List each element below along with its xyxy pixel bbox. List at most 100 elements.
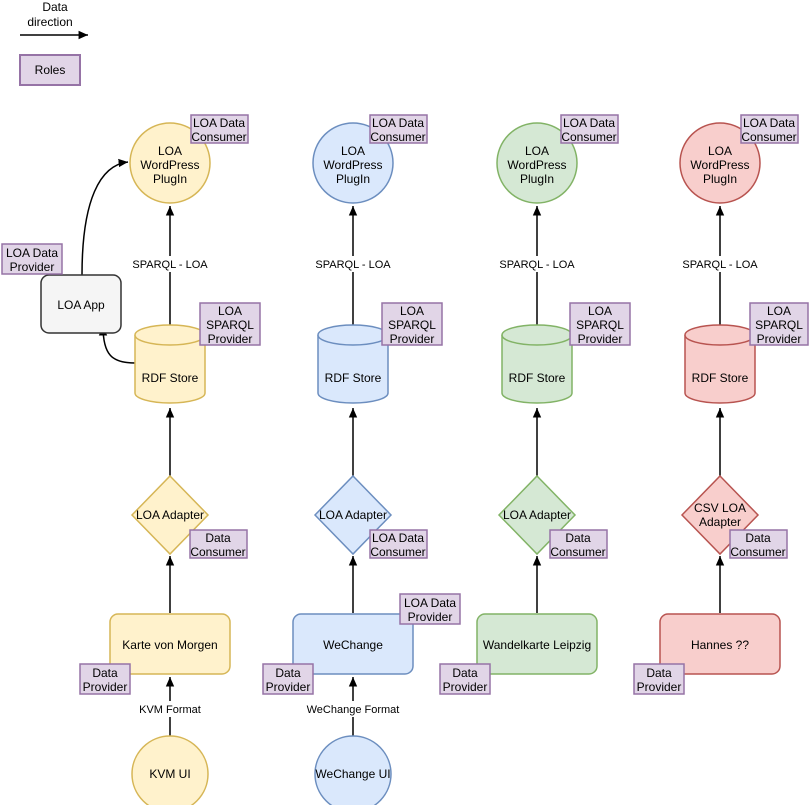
source-label: Wandelkarte Leipzig <box>483 638 591 652</box>
edge-label-bg <box>128 256 212 272</box>
source-node <box>476 613 598 675</box>
source-label: WeChange <box>323 638 383 652</box>
legend-roles-label: Roles <box>35 63 66 77</box>
role-loa-sparql-provider <box>199 302 261 346</box>
role-text: Provider <box>10 260 55 274</box>
legend-direction-line1: Data <box>42 0 68 14</box>
role-text: Data <box>275 666 301 680</box>
edge-label-sparql: SPARQL - LOA <box>132 259 208 271</box>
role-text: Provider <box>408 610 453 624</box>
ui-node <box>314 735 392 805</box>
plugin-label-line1: LOA <box>708 144 732 158</box>
plugin-label-line3: PlugIn <box>153 172 187 186</box>
role-data-consumer <box>189 529 248 559</box>
plugin-label-line2: WordPress <box>690 158 749 172</box>
plugin-label-line3: PlugIn <box>520 172 554 186</box>
edge-app-to-plugin <box>81 158 129 276</box>
source-label: Hannes ?? <box>691 638 749 652</box>
role-text: Consumer <box>730 545 785 559</box>
role-text: SPARQL <box>755 318 803 332</box>
role-text: Consumer <box>741 130 796 144</box>
adapter-node <box>130 474 210 556</box>
plugin-label-line1: LOA <box>158 144 182 158</box>
edge-label-bg <box>305 701 401 717</box>
role-text: Consumer <box>370 545 425 559</box>
role-loa-sparql-provider <box>749 302 809 346</box>
source-label: Karte von Morgen <box>122 638 217 652</box>
source-node <box>659 613 781 675</box>
column-hannes: SPARQL - LOA LOA WordPress PlugIn RDF St… <box>633 114 809 695</box>
role-text: LOA <box>588 304 612 318</box>
edge-label-sparql: SPARQL - LOA <box>499 259 575 271</box>
ui-label: KVM UI <box>149 767 190 781</box>
plugin-node <box>496 122 578 204</box>
plugin-label-line1: LOA <box>341 144 365 158</box>
role-loa-data-provider <box>399 593 461 625</box>
column-kvm: SPARQL - LOA KVM Format LOA WordPress Pl… <box>1 114 261 805</box>
role-data-provider <box>262 663 314 695</box>
role-text: Data <box>646 666 672 680</box>
edge-label-bg <box>495 256 579 272</box>
role-text: Data <box>205 531 231 545</box>
plugin-label-line3: PlugIn <box>703 172 737 186</box>
rdf-store-body <box>134 335 206 404</box>
role-text: Provider <box>443 680 488 694</box>
rdf-store-top <box>134 324 206 346</box>
plugin-node <box>129 122 211 204</box>
role-text: LOA Data <box>404 596 456 610</box>
role-text: Consumer <box>191 130 246 144</box>
column-wandelkarte: SPARQL - LOA LOA WordPress PlugIn RDF St… <box>439 114 631 695</box>
edge-label-sparql: SPARQL - LOA <box>682 259 758 271</box>
role-text: SPARQL <box>206 318 254 332</box>
column-wechange: SPARQL - LOA WeChange Format LOA WordPre… <box>262 114 461 805</box>
rdf-store-body <box>317 335 389 404</box>
rdf-store-top <box>501 324 573 346</box>
edge-label-bg <box>136 701 204 717</box>
role-data-provider <box>633 663 685 695</box>
role-text: Consumer <box>561 130 616 144</box>
role-loa-data-consumer <box>560 114 619 144</box>
role-text: LOA Data <box>563 116 615 130</box>
role-text: Provider <box>637 680 682 694</box>
role-text: Consumer <box>370 130 425 144</box>
rdf-store-label: RDF Store <box>509 371 566 385</box>
edge-label-format: KVM Format <box>139 704 201 716</box>
legend-direction-line2: direction <box>27 15 72 29</box>
role-loa-sparql-provider <box>381 302 443 346</box>
loa-app-label: LOA App <box>57 298 105 312</box>
role-text: Provider <box>83 680 128 694</box>
plugin-node <box>679 122 761 204</box>
role-loa-data-provider <box>1 243 63 275</box>
role-text: LOA Data <box>372 116 424 130</box>
adapter-label-line1: CSV LOA <box>694 501 746 515</box>
role-text: LOA <box>767 304 791 318</box>
role-loa-data-consumer <box>190 114 249 144</box>
plugin-label-line1: LOA <box>525 144 549 158</box>
edge-label-bg <box>678 256 762 272</box>
legend: Data direction Roles <box>19 0 88 86</box>
role-text: Data <box>452 666 478 680</box>
role-loa-sparql-provider <box>569 302 631 346</box>
role-data-provider <box>439 663 491 695</box>
rdf-store-body <box>501 335 573 404</box>
plugin-label-line2: WordPress <box>507 158 566 172</box>
role-text: SPARQL <box>388 318 436 332</box>
adapter-label-line1: LOA Adapter <box>319 508 387 522</box>
rdf-store-top <box>317 324 389 346</box>
role-text: SPARQL <box>576 318 624 332</box>
plugin-label-line3: PlugIn <box>336 172 370 186</box>
legend-roles-box <box>19 54 81 86</box>
role-loa-data-consumer <box>369 114 428 144</box>
role-data-consumer <box>729 529 788 559</box>
plugin-label-line2: WordPress <box>323 158 382 172</box>
adapter-label-line1: LOA Adapter <box>503 508 571 522</box>
role-text: LOA Data <box>743 116 795 130</box>
source-node <box>292 613 414 675</box>
role-loa-data-consumer <box>369 529 428 559</box>
role-data-consumer <box>549 529 608 559</box>
role-text: Data <box>92 666 118 680</box>
role-text: Provider <box>578 332 623 346</box>
loa-app-node <box>40 274 122 334</box>
ui-node <box>131 735 209 805</box>
role-loa-data-consumer <box>740 114 799 144</box>
